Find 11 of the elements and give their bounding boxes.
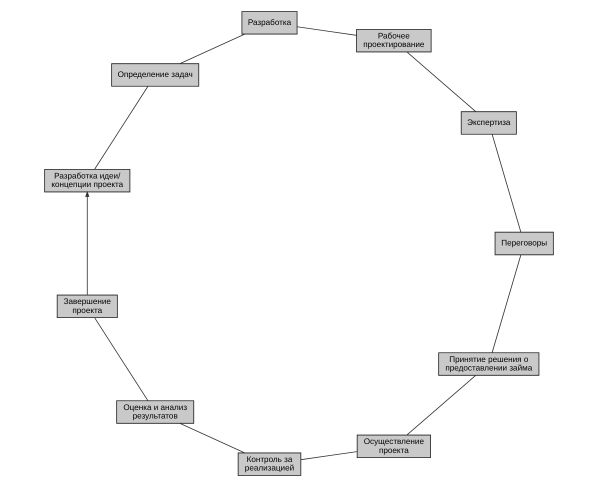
connector <box>296 26 356 36</box>
connector <box>406 374 476 435</box>
connector <box>300 450 357 460</box>
connector <box>491 254 521 353</box>
connector <box>179 422 245 453</box>
connector <box>179 33 245 64</box>
connector <box>406 51 476 112</box>
connector <box>94 85 148 170</box>
arrow <box>84 190 89 295</box>
connector <box>94 316 148 401</box>
connector <box>491 133 521 232</box>
